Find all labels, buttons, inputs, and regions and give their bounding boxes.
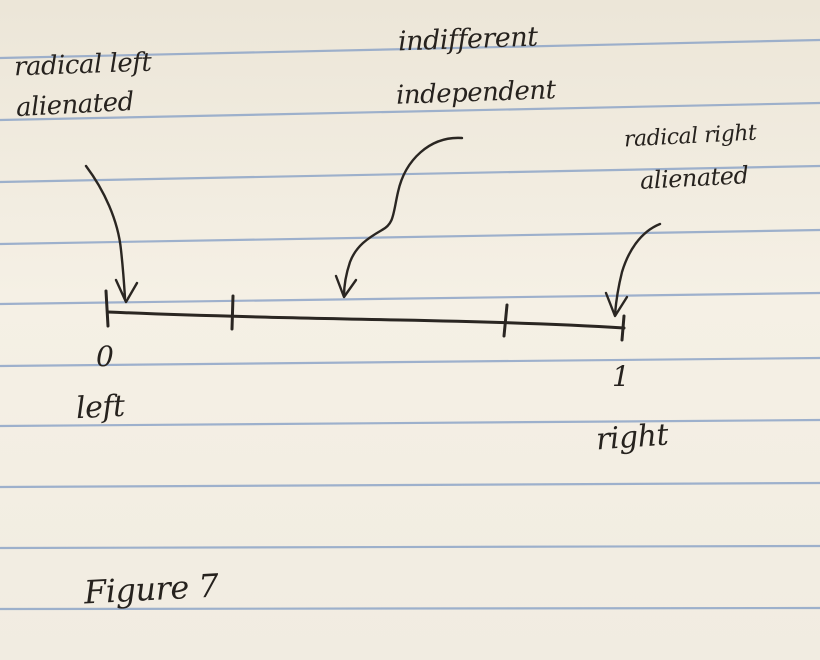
arrow-middle: [342, 136, 464, 298]
figure-caption: Figure 7: [83, 566, 220, 612]
label-left-extreme-line2: alienated: [15, 86, 135, 124]
tick-mark-3: [620, 314, 626, 342]
label-left-extreme-line1: radical left: [13, 47, 152, 83]
label-middle-line1: indifferent: [397, 21, 539, 58]
arrowhead-right: [604, 291, 629, 318]
label-right-extreme-line2: alienated: [639, 161, 750, 195]
arrow-right-extreme: [613, 222, 662, 316]
arrowhead-left: [114, 278, 139, 304]
tick-mark-1: [230, 294, 235, 331]
pole-label-left: left: [75, 388, 126, 427]
arrow-left-extreme: [84, 164, 127, 300]
pole-label-right: right: [594, 417, 670, 458]
tick-mark-2: [502, 303, 509, 338]
scale-max-label: 1: [612, 360, 630, 393]
scale-min-label: 0: [96, 340, 114, 373]
spectrum-axis: [106, 310, 626, 330]
label-middle-line2: independent: [395, 75, 557, 111]
arrowhead-middle: [334, 274, 358, 299]
tick-mark-0: [104, 289, 110, 328]
